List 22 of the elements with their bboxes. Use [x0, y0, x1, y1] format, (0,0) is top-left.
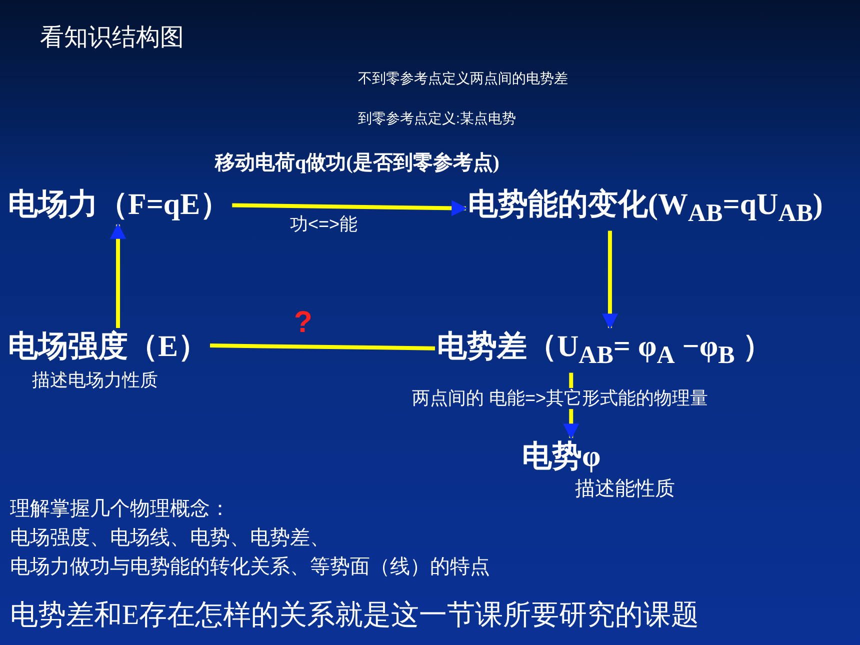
note-text: 电势差和E存在怎样的关系就是这一节课所要研究的课题 [10, 600, 700, 632]
note-text: 移动电荷q做功(是否到零参考点) [215, 152, 500, 175]
note-text: 描述能性质 [575, 478, 675, 501]
concept-text: 电场强度（E） [8, 330, 208, 364]
concept-text: 电势φ [522, 440, 601, 474]
edge-label: 功<=>能 [290, 214, 358, 235]
arrow [232, 200, 468, 216]
arrow [110, 222, 126, 328]
note-text: 到零参考点定义:某点电势 [358, 110, 516, 126]
connector-line [210, 344, 436, 350]
edge-label: 两点间的 电能=>其它形式能的物理量 [412, 388, 708, 409]
concept-text: 电场力（F=qE） [8, 188, 230, 222]
note-text: 描述电场力性质 [32, 370, 158, 391]
edge-label: ? [294, 306, 312, 340]
title: 看知识结构图 [40, 24, 184, 52]
note-text: 理解掌握几个物理概念： [10, 498, 230, 521]
concept-text: 电势差（U$_{AB}$= φ$_{A}$ −φ$_{B}$ ） [437, 330, 772, 371]
note-text: 电场力做功与电势能的转化关系、等势面（线）的特点 [10, 556, 490, 579]
note-text: 电场强度、电场线、电势、电势差、 [10, 527, 330, 550]
concept-text: 电势能的变化(W$_{AB}$=qU$_{AB}$) [468, 188, 823, 229]
arrow [602, 230, 618, 330]
note-text: 不到零参考点定义两点间的电势差 [358, 70, 568, 86]
